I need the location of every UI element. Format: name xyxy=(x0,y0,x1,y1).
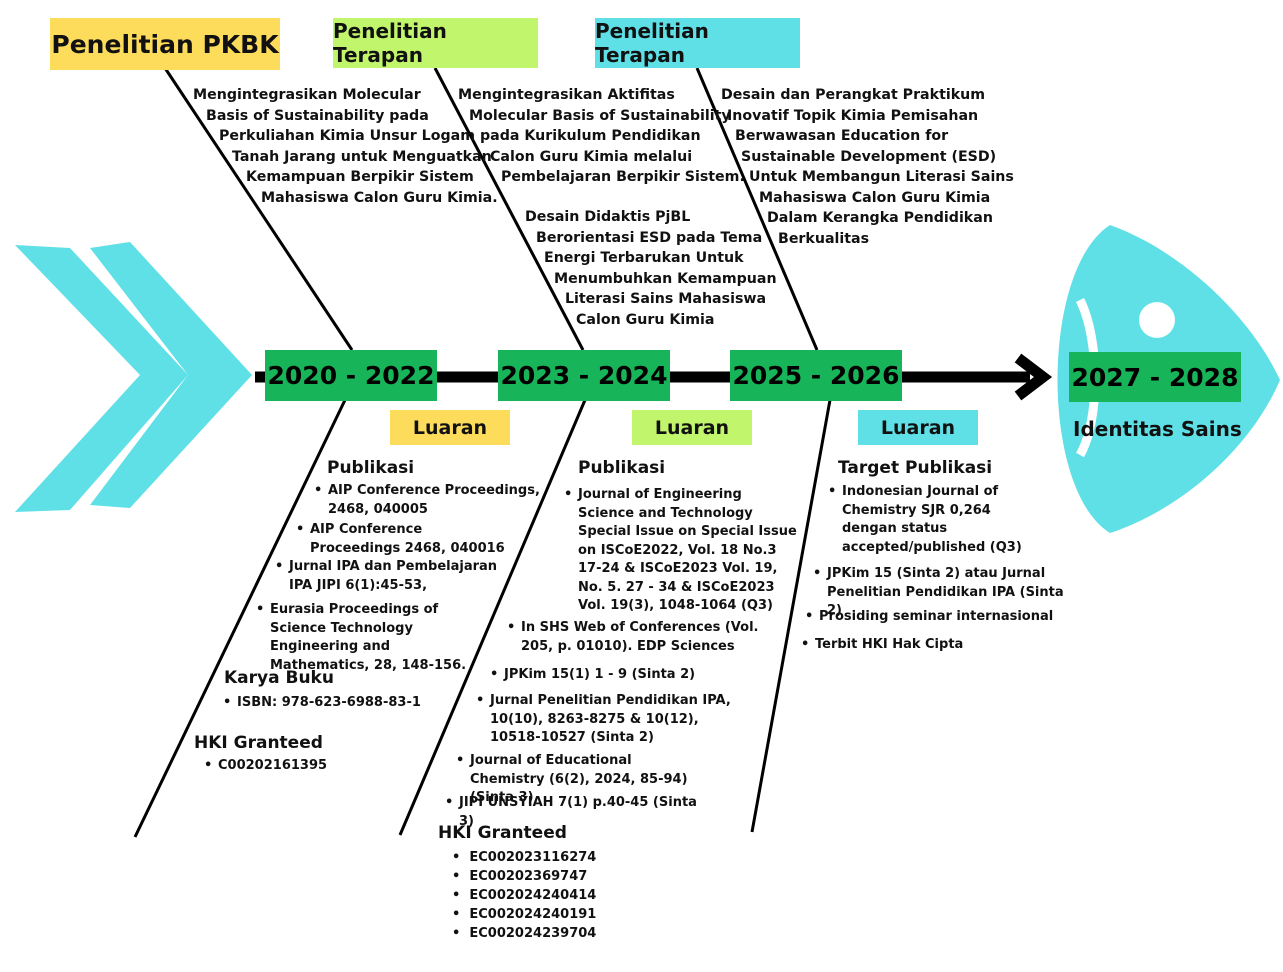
identity-label: Identitas Sains xyxy=(1073,417,1242,441)
year-box-2025-2026: 2025 - 2026 xyxy=(730,350,902,401)
fish-tail-outer xyxy=(15,245,188,512)
col1-hki-title: HKI Granteed xyxy=(194,733,323,753)
year-box-2023-2024: 2023 - 2024 xyxy=(498,350,670,401)
col1-pub-item: Jurnal IPA dan Pembelajaran IPA JIPI 6(1… xyxy=(275,558,499,595)
fish-eye xyxy=(1139,302,1175,338)
year-box-2027-2028: 2027 - 2028 xyxy=(1069,352,1241,402)
luaran-label-3: Luaran xyxy=(858,410,978,445)
col1-karya-buku-title: Karya Buku xyxy=(224,668,334,688)
col2-pub-item: In SHS Web of Conferences (Vol. 205, p. … xyxy=(507,619,777,656)
description-pkbk: Mengintegrasikan Molecular Basis of Sust… xyxy=(193,87,498,206)
bone-upper-1 xyxy=(163,67,354,351)
col2-pub-item: JPKim 15(1) 1 - 9 (Sinta 2) xyxy=(490,666,704,685)
col2-pub-item: Journal of Engineering Science and Techn… xyxy=(564,486,800,616)
col2-hki-item: • EC00202369747 xyxy=(452,869,588,884)
bone-lower-2 xyxy=(398,399,587,836)
fish-tail-inner xyxy=(90,242,252,508)
col1-buku-item: ISBN: 978-623-6988-83-1 xyxy=(223,694,437,713)
luaran-label-1: Luaran xyxy=(390,410,510,445)
col2-hki-item: • EC002024240414 xyxy=(452,888,597,903)
col2-pub-item: JIPI UNSYIAH 7(1) p.40-45 (Sinta 3) xyxy=(445,794,709,831)
header-penelitian-terapan-1: Penelitian Terapan xyxy=(333,18,538,68)
col2-hki-title: HKI Granteed xyxy=(438,823,567,843)
col2-hki-list: • EC002023116274 • EC00202369747 • EC002… xyxy=(452,848,596,943)
col3-pub-item: Terbit HKI Hak Cipta xyxy=(801,636,1015,655)
col2-hki-item: • EC002023116274 xyxy=(452,850,597,865)
description-terapan-1: Mengintegrasikan Aktifitas Molecular Bas… xyxy=(458,87,745,185)
col2-hki-item: • EC002024239704 xyxy=(452,926,597,941)
col2-hki-item: • EC002024240191 xyxy=(452,907,597,922)
bone-upper-2 xyxy=(433,67,585,351)
col1-hki-item: C00202161395 xyxy=(204,757,418,776)
header-penelitian-pkbk: Penelitian PKBK xyxy=(50,18,280,70)
luaran-label-2: Luaran xyxy=(632,410,752,445)
col3-target-publikasi-title: Target Publikasi xyxy=(838,458,993,478)
bone-lower-3 xyxy=(750,399,832,833)
col1-pub-item: Eurasia Proceedings of Science Technolog… xyxy=(256,601,490,675)
bone-upper-3 xyxy=(695,67,819,351)
col1-pub-item: AIP Conference Proceedings 2468, 040016 xyxy=(296,521,510,558)
col2-publikasi-title: Publikasi xyxy=(578,458,666,478)
header-penelitian-terapan-2: Penelitian Terapan xyxy=(595,18,800,68)
col1-pub-item: AIP Conference Proceedings, 2468, 040005 xyxy=(314,482,548,519)
year-box-2020-2022: 2020 - 2022 xyxy=(265,350,437,401)
spine-arrowhead xyxy=(1014,353,1053,401)
description-terapan-1b: Desain Didaktis PjBL Berorientasi ESD pa… xyxy=(525,209,777,328)
col3-pub-item: JPKim 15 (Sinta 2) atau Jurnal Penelitia… xyxy=(813,565,1067,621)
col3-pub-item: Prosiding seminar internasional xyxy=(805,608,1059,627)
col2-pub-item: Jurnal Penelitian Pendidikan IPA, 10(10)… xyxy=(476,692,736,748)
description-terapan-2: Desain dan Perangkat Praktikum Inovatif … xyxy=(721,87,1014,247)
col1-publikasi-title: Publikasi xyxy=(327,458,415,478)
col3-pub-item: Indonesian Journal of Chemistry SJR 0,26… xyxy=(828,483,1047,557)
bone-lower-1 xyxy=(133,399,347,838)
